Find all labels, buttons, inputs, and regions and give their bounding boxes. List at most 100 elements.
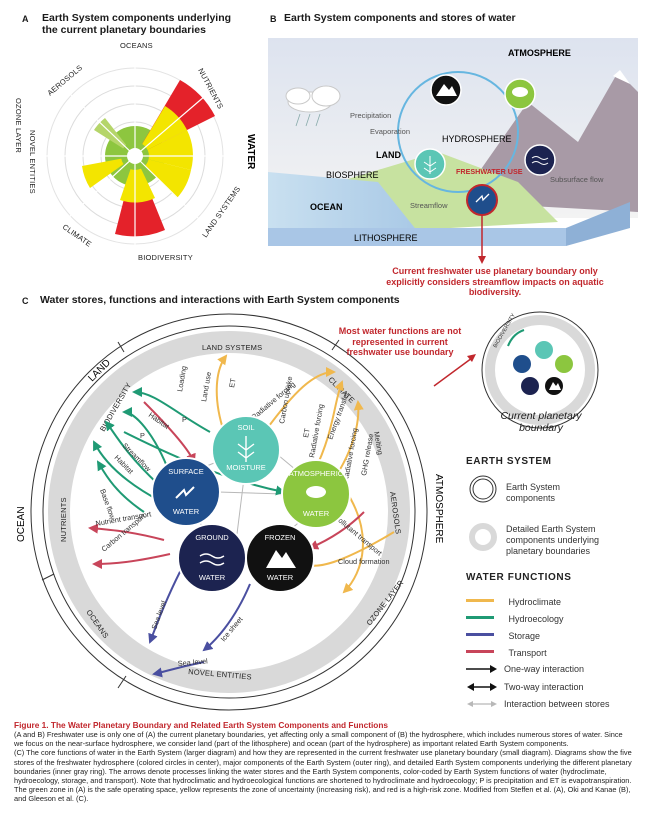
two-way-arrow-icon xyxy=(467,683,497,691)
storage-swatch xyxy=(466,633,494,637)
soil-moisture-store xyxy=(414,148,446,180)
panel-c-title: Water stores, functions and interactions… xyxy=(40,294,400,306)
label-aerosols: AEROSOLS xyxy=(46,63,85,97)
label-evaporation: Evaporation xyxy=(370,127,410,136)
legend-hydroclimate: Hydroclimate xyxy=(466,592,561,610)
frozen-label-1: FROZEN xyxy=(265,533,296,542)
ring-land-systems: LAND SYSTEMS xyxy=(202,343,262,352)
water-wedge xyxy=(135,130,193,170)
label-land: LAND xyxy=(376,150,401,160)
storage-arrows xyxy=(148,563,251,678)
ground-label-1: GROUND xyxy=(195,533,229,542)
atmospheric-label-1: ATMOSPHERIC xyxy=(289,469,344,478)
legend-water-functions-title: WATER FUNCTIONS xyxy=(466,572,572,583)
small-ground-water xyxy=(521,377,539,395)
lbl-et-2: ET xyxy=(301,427,312,438)
label-ocean: OCEAN xyxy=(310,202,343,212)
lbl-cloud-formation: Cloud formation xyxy=(338,557,390,566)
ocean-slab xyxy=(268,172,418,232)
small-atmospheric-water xyxy=(555,355,573,373)
caption-paragraph-2: (C) The core functions of water in the E… xyxy=(14,748,632,804)
panel-c-note: Most water functions are not represented… xyxy=(338,326,462,357)
label-land-systems: LAND SYSTEMS xyxy=(200,185,242,240)
nutrients-wedge-yellow xyxy=(135,106,187,156)
climate-wedge xyxy=(82,156,135,188)
hydroecology-swatch xyxy=(466,616,494,620)
frozen-water-circle: FROZEN WATER xyxy=(245,523,315,593)
soil-moisture-circle: SOIL MOISTURE xyxy=(211,415,281,485)
atmospheric-water-store xyxy=(504,78,536,110)
label-lithosphere: LITHOSPHERE xyxy=(354,233,418,243)
label-ozone-layer: OZONE LAYER xyxy=(14,98,23,153)
lbl-p-2: P xyxy=(182,415,187,424)
panel-a-title: Earth System components underlying the c… xyxy=(42,12,232,36)
lithosphere-slab xyxy=(268,228,566,246)
one-way-arrow-icon xyxy=(466,665,497,673)
outer-atmosphere: ATMOSPHERE xyxy=(433,474,444,544)
outer-ocean: OCEAN xyxy=(16,506,27,542)
lbl-loading: Loading xyxy=(175,365,188,392)
legend-transport: Transport xyxy=(466,643,547,661)
atmospheric-label-2: WATER xyxy=(303,509,330,518)
label-water: WATER xyxy=(245,134,256,170)
soil-label-2: MOISTURE xyxy=(226,463,266,472)
legend-earth-system-icon xyxy=(469,475,497,503)
panel-c-letter: C xyxy=(22,296,29,306)
small-surface-water xyxy=(513,355,531,373)
river-icon xyxy=(175,486,195,499)
hydroclimate-swatch xyxy=(466,599,494,603)
legend-earth-system-components: Earth System components xyxy=(506,482,561,503)
frozen-water-store xyxy=(430,74,462,106)
small-soil-moisture xyxy=(535,341,553,359)
soil-icon xyxy=(237,436,255,462)
legend-between-stores: Interaction between stores xyxy=(504,699,610,709)
caption-title: Figure 1. The Water Planetary Boundary a… xyxy=(14,720,389,730)
lbl-sea-level-2: Sea level xyxy=(177,656,208,668)
small-diagram-caption: Current planetary boundary xyxy=(500,410,582,434)
legend-detailed-icon xyxy=(469,523,497,551)
frozen-label-2: WATER xyxy=(267,573,294,582)
ground-label-2: WATER xyxy=(199,573,226,582)
label-precipitation: Precipitation xyxy=(350,111,391,120)
lbl-melting: Melting xyxy=(372,431,385,456)
between-stores-arrow-icon xyxy=(467,701,497,707)
cloud-icon xyxy=(306,486,326,498)
panel-b-letter: B xyxy=(270,14,277,24)
legend-detailed-components: Detailed Earth System components underly… xyxy=(506,524,600,556)
surface-label-2: WATER xyxy=(173,507,200,516)
legend-one-way: One-way interaction xyxy=(504,664,585,674)
ground-water-store xyxy=(524,144,556,176)
soil-label-1: SOIL xyxy=(237,423,254,432)
panel-b-scene: ATMOSPHERE HYDROSPHERE LAND BIOSPHERE OC… xyxy=(268,38,638,264)
panel-c-arrow-to-small xyxy=(433,354,476,387)
legend-two-way: Two-way interaction xyxy=(504,682,584,692)
panel-c-diagram: LAND SYSTEMS CLIMATE AEROSOLS OZONE LAYE… xyxy=(16,313,444,711)
atmospheric-water-circle: ATMOSPHERIC WATER xyxy=(281,459,351,529)
hydroclimate-label: Hydroclimate xyxy=(508,597,561,607)
legend-storage: Storage xyxy=(466,626,540,644)
figure-caption: Figure 1. The Water Planetary Boundary a… xyxy=(14,720,634,804)
lbl-p-1: P xyxy=(140,431,145,440)
hydrosphere-circle xyxy=(397,71,519,193)
wave-icon xyxy=(199,553,225,566)
label-atmosphere: ATMOSPHERE xyxy=(508,48,571,58)
label-oceans: OCEANS xyxy=(120,41,153,50)
panel-b-note: Current freshwater use planetary boundar… xyxy=(386,266,604,297)
ground-water-circle: GROUND WATER xyxy=(177,523,247,593)
small-boundary-diagram: BIODIVERSITY xyxy=(481,311,599,429)
legend-hydroecology: Hydroecology xyxy=(466,609,563,627)
label-freshwater-use: FRESHWATER USE xyxy=(456,167,523,176)
label-biodiversity: BIODIVERSITY xyxy=(138,253,193,262)
label-subsurface-flow: Subsurface flow xyxy=(550,175,604,184)
panel-a-letter: A xyxy=(22,14,29,24)
cloud-icon xyxy=(285,85,341,113)
label-hydrosphere: HYDROSPHERE xyxy=(442,134,512,144)
caption-paragraph-1: (A and B) Freshwater use is only one of … xyxy=(14,730,623,749)
surface-water-circle: SURFACE WATER xyxy=(151,457,221,527)
label-biosphere: BIOSPHERE xyxy=(326,170,379,180)
surface-label-1: SURFACE xyxy=(168,467,203,476)
label-climate: CLIMATE xyxy=(61,222,93,249)
mountain-icon xyxy=(266,550,296,568)
label-streamflow: Streamflow xyxy=(410,201,448,210)
land-systems-wedge xyxy=(135,156,191,198)
